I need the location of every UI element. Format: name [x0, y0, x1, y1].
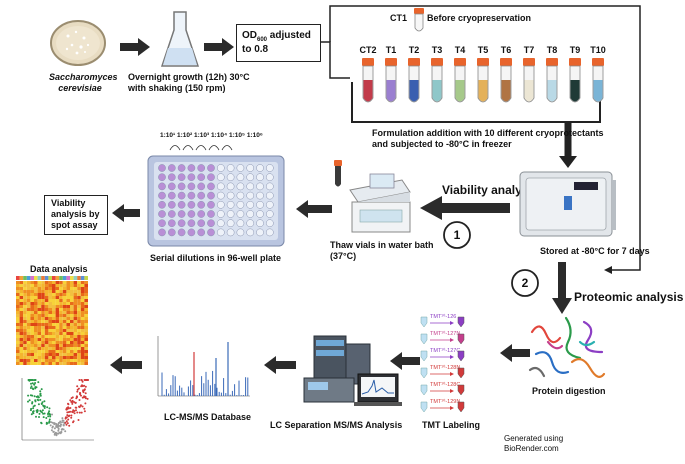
data-analysis-label: Data analysis — [30, 264, 88, 274]
tube-label: T1 — [385, 45, 397, 55]
stored-label: Stored at -80°C for 7 days — [540, 246, 650, 256]
cryo-tube-icon — [431, 58, 443, 103]
tube-label: T7 — [523, 45, 535, 55]
cryo-tube-icon — [408, 58, 420, 103]
step-2-number: 2 — [521, 276, 529, 290]
arrow-left-icon — [500, 344, 530, 362]
arrow-right-icon — [120, 38, 150, 56]
tmt-tag-label: TMT¹⁰-127C — [430, 348, 461, 354]
viability-analysis-label: Viability analysis — [442, 183, 539, 197]
tube-label: T2 — [408, 45, 420, 55]
cryo-tube-icon — [362, 58, 374, 103]
serial-dilution-label: Serial dilutions in 96-well plate — [150, 253, 282, 263]
thaw-label: Thaw vials in water bath(37°C) — [330, 240, 434, 261]
ct1-description: Before cryopreservation — [427, 13, 532, 23]
mass-spectrum-image — [157, 336, 250, 397]
volcano-plot-image — [21, 378, 94, 441]
cryo-tube-icon — [454, 58, 466, 103]
heatmap-image — [16, 276, 88, 365]
arrow-left-icon — [112, 204, 140, 222]
cryo-tube-icon — [546, 58, 558, 103]
lcms-database-label: LC-MS/MS Database — [164, 412, 252, 422]
cryo-tube-icon — [523, 58, 535, 103]
od-box: OD600 adjusted to 0.8 — [236, 24, 321, 62]
tube-label: T4 — [454, 45, 466, 55]
formulation-label: Formulation addition with 10 different c… — [372, 128, 604, 149]
petri-dish-icon — [50, 20, 106, 66]
dilution-labels: 1:10¹ 1:10² 1:10³ 1:10⁴ 1:10⁵ 1:10⁶ — [160, 132, 263, 139]
tmt-tube-pair-icon — [420, 367, 465, 379]
arrow-left-icon — [296, 200, 332, 218]
ct1-tube-icon — [414, 8, 424, 32]
tmt-tube-pair-icon — [420, 316, 465, 328]
tmt-tag-label: TMT¹⁰-129N — [430, 399, 461, 405]
tube-label: T5 — [477, 45, 489, 55]
arrow-right-icon — [204, 38, 234, 56]
flask-icon — [160, 11, 200, 67]
dilution-arrows-icon — [169, 145, 233, 151]
tmt-labeling-label: TMT Labeling — [422, 420, 480, 430]
tmt-tube-pair-icon — [420, 333, 465, 345]
arrow-left-icon — [110, 356, 142, 374]
tmt-tube-pair-icon — [420, 384, 465, 396]
tmt-tag-label: TMT¹⁰-128N — [430, 365, 461, 371]
tube-label: T8 — [546, 45, 558, 55]
step-2-circle — [511, 269, 539, 297]
tube-label: CT2 — [359, 45, 377, 55]
tmt-tube-pair-icon — [420, 401, 465, 413]
tube-label: T10 — [590, 45, 606, 55]
arrow-left-icon — [390, 352, 420, 370]
tmt-tube-pair-icon — [420, 350, 465, 362]
cryo-tube-icon — [569, 58, 581, 103]
protein-strands-icon — [528, 316, 606, 378]
step-1-circle — [443, 221, 471, 249]
cryo-tube-icon — [385, 58, 397, 103]
tube-label: T6 — [500, 45, 512, 55]
cryo-tube-icon — [500, 58, 512, 103]
step-1-number: 1 — [453, 228, 461, 242]
protein-digestion-label: Protein digestion — [532, 386, 606, 396]
cryo-tube-icon — [477, 58, 489, 103]
tube-label: T9 — [569, 45, 581, 55]
well-plate-96 — [147, 155, 285, 247]
lc-ms-instrument-icon — [303, 335, 402, 406]
proteomic-arrow-icon — [552, 262, 572, 314]
viability-arrow-icon — [420, 196, 510, 220]
arrow-left-icon — [264, 356, 296, 374]
tmt-tag-label: TMT¹⁰-126 — [430, 314, 457, 320]
tmt-tag-label: TMT¹⁰-128C — [430, 382, 461, 388]
proteomic-analysis-label: Proteomic analysis — [574, 290, 684, 304]
tube-label: T3 — [431, 45, 443, 55]
freezer-icon — [519, 171, 616, 237]
lc-separation-label: LC Separation MS/MS Analysis — [270, 420, 403, 430]
water-bath-icon — [334, 160, 411, 233]
tmt-tag-label: TMT¹⁰-127N — [430, 331, 461, 337]
ct1-label: CT1 — [390, 13, 408, 23]
cryo-tube-icon — [592, 58, 604, 103]
